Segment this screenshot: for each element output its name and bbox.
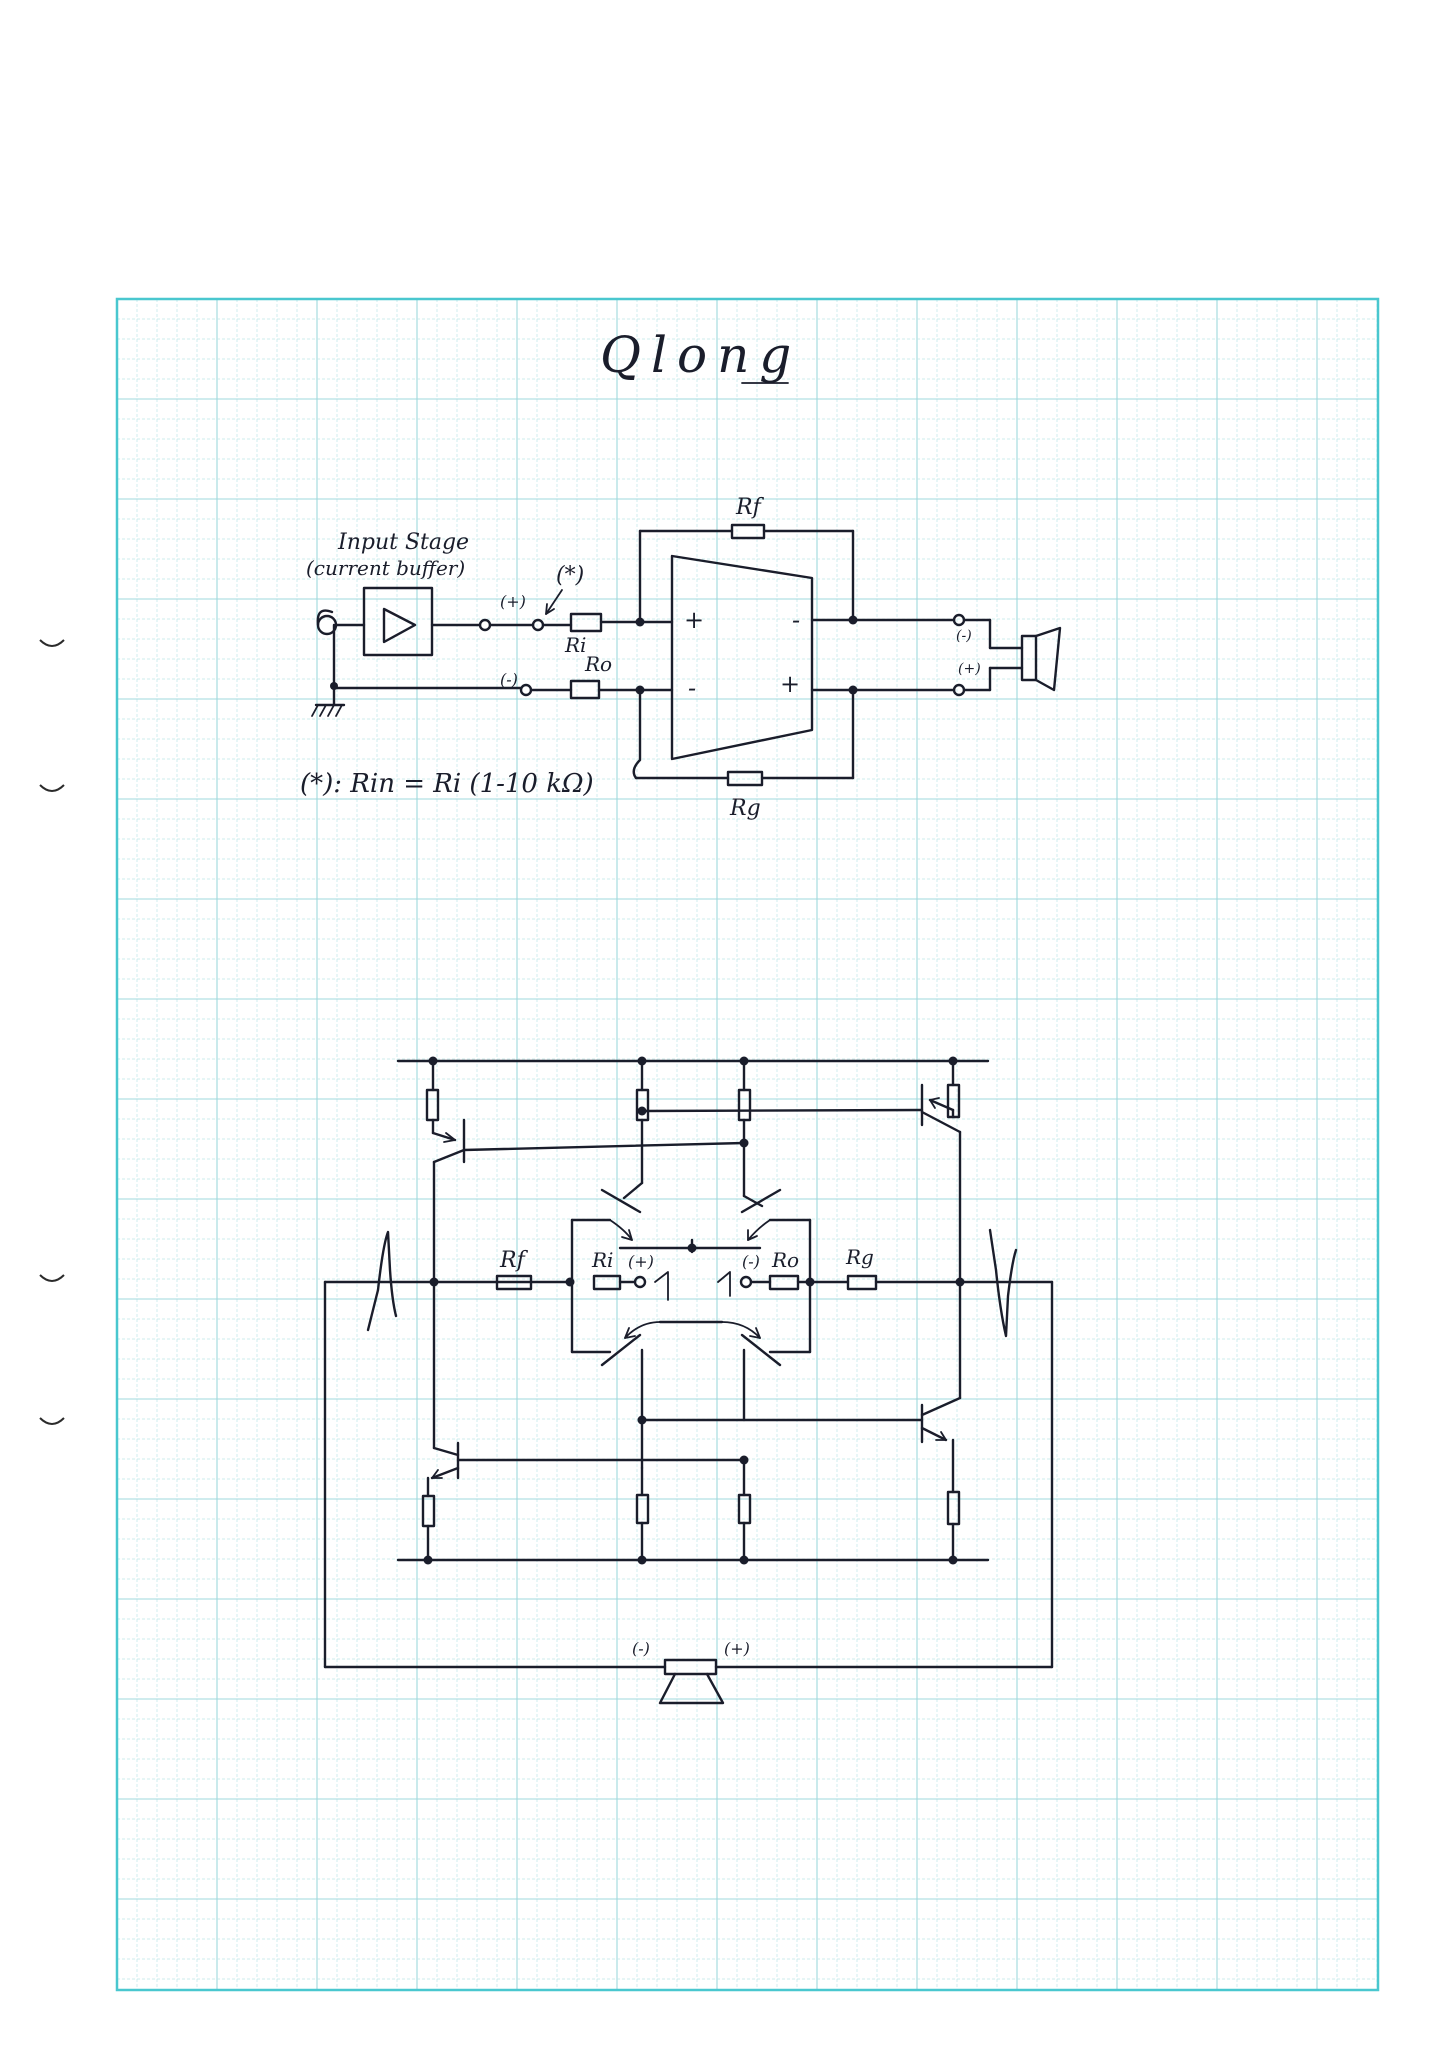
diagram-2-transistor-schematic: Rf Ri (+) (-) Ro Rg (-) (+) [323, 1056, 1054, 1705]
rf-resistor-2 [495, 1274, 533, 1291]
rf-label-2: Rf [499, 1248, 529, 1273]
minus-terminal-label-2: (-) [742, 1252, 760, 1271]
waveform-right-icon [988, 1228, 1018, 1338]
resistor-top-mid-left [635, 1088, 650, 1122]
star-pointer-arrow [545, 589, 563, 615]
star-mark-label: (*) [556, 563, 584, 588]
rg-label-2: Rg [845, 1245, 874, 1269]
amp-minus-input-sign: - [688, 674, 696, 702]
page-border [115, 297, 1380, 1992]
rg-resistor-2 [846, 1274, 878, 1291]
plus-terminal-label-2: (+) [628, 1252, 654, 1271]
speaker-minus-label-2: (-) [632, 1639, 650, 1658]
rg-resistor [726, 770, 764, 787]
diagram-1-block-schematic: Input Stage (current buffer) (+) (*) [300, 495, 1062, 821]
input-stage-box [362, 586, 434, 657]
rin-footnote: (*): Rin = Ri (1-10 kΩ) [300, 769, 594, 799]
ro-label-2: Ro [771, 1248, 799, 1272]
transistor-lower-left [600, 1333, 642, 1367]
ri-resistor [569, 612, 603, 633]
input-jack-icon [316, 609, 366, 636]
ri-resistor-2 [592, 1274, 622, 1291]
transistor-upper-right [740, 1188, 782, 1214]
input-stage-label-line2: (current buffer) [306, 556, 465, 580]
ri-label-2: Ri [591, 1248, 613, 1272]
input-arrow-plus [654, 1271, 669, 1301]
amplifier-symbol [670, 554, 814, 761]
rg-label: Rg [729, 796, 761, 821]
ro-resistor-2 [768, 1274, 800, 1291]
ri-label: Ri [564, 633, 586, 657]
binder-holes [39, 639, 65, 1425]
grid-paper [116, 298, 1378, 1990]
resistor-top-left [425, 1088, 440, 1122]
speaker-icon-2 [658, 1658, 725, 1705]
ro-label: Ro [584, 652, 612, 676]
transistor-upper-left [600, 1188, 642, 1214]
speaker-plus-label-2: (+) [724, 1639, 750, 1658]
speaker-icon [1020, 626, 1062, 692]
resistor-bottom-left [421, 1494, 436, 1528]
plus-input-terminal [531, 618, 545, 632]
speaker-plus-label: (+) [958, 661, 981, 677]
speaker-minus-label: (-) [956, 628, 972, 644]
rf-label: Rf [735, 495, 765, 520]
input-stage-label-line1: Input Stage [337, 530, 469, 555]
plus-terminal-label: (+) [500, 592, 526, 611]
minus-input-terminal [519, 683, 533, 697]
amp-minus-output-sign: - [792, 606, 800, 634]
page-title: Qlong [600, 326, 801, 384]
amp-plus-input-sign: + [684, 606, 704, 634]
input-arrow-minus [717, 1271, 731, 1297]
waveform-left-icon [366, 1230, 398, 1332]
transistor-lower-right [740, 1333, 782, 1367]
amp-plus-output-sign: + [780, 670, 800, 698]
minus-terminal-label: (-) [500, 670, 518, 689]
buffer-triangle-icon [382, 607, 417, 644]
ground-icon [311, 703, 346, 717]
resistor-top-mid-right [737, 1088, 752, 1122]
ro-resistor [569, 679, 601, 700]
